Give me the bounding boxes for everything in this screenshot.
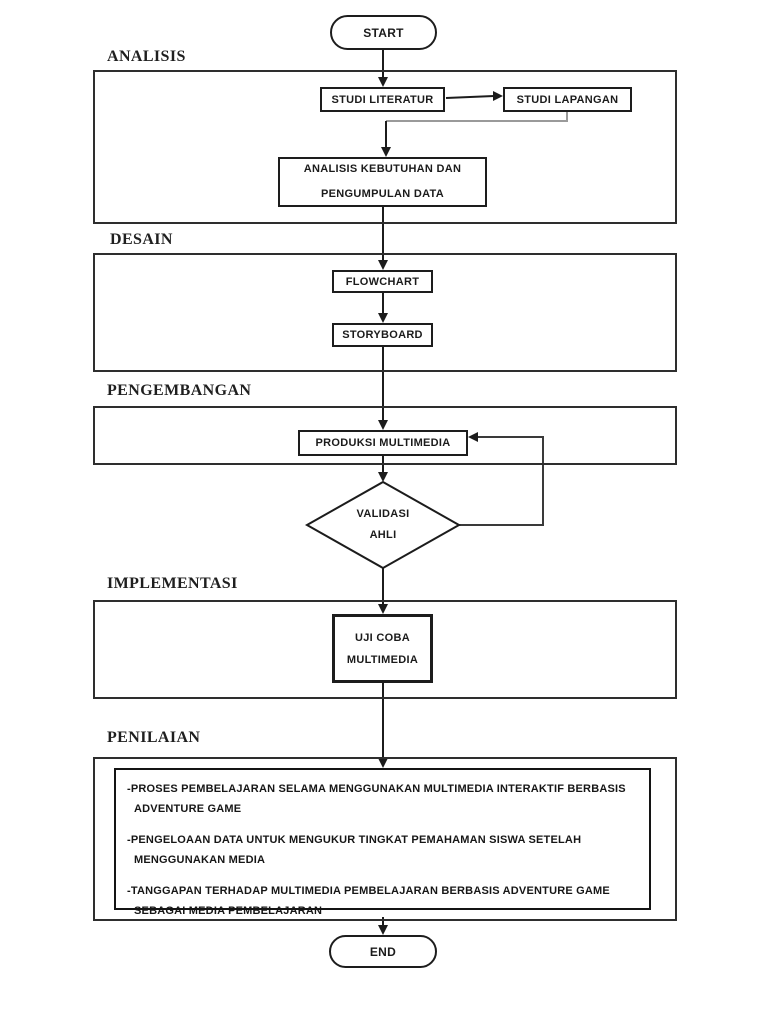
storyboard-box: STORYBOARD <box>332 323 433 347</box>
validasi-ahli-line2: AHLI <box>369 529 397 541</box>
flowchart-label: FLOWCHART <box>345 275 420 288</box>
start-node: START <box>330 15 437 50</box>
section-frame-analisis <box>93 70 677 224</box>
penilaian-item: -PROSES PEMBELAJARAN SELAMA MENGGUNAKAN … <box>127 779 638 819</box>
section-frame-penilaian <box>93 757 677 921</box>
penilaian-item-1-line-2: ADVENTURE GAME <box>134 803 242 815</box>
studi-lapangan-box: STUDI LAPANGAN <box>503 87 632 112</box>
section-label-analisis: ANALISIS <box>107 48 186 65</box>
section-frame-pengembangan <box>93 406 677 465</box>
analisis-kebutuhan-box: ANALISIS KEBUTUHAN DAN PENGUMPULAN DATA <box>278 157 487 207</box>
studi-literatur-label: STUDI LITERATUR <box>331 93 434 106</box>
uji-coba-multimedia-box: UJI COBA MULTIMEDIA <box>332 614 433 683</box>
section-label-pengembangan: PENGEMBANGAN <box>107 382 252 399</box>
storyboard-label: STORYBOARD <box>342 329 423 341</box>
penilaian-item-2-line-1: -PENGELOAAN DATA UNTUK MENGUKUR TINGKAT … <box>127 834 582 846</box>
penilaian-content-box: -PROSES PEMBELAJARAN SELAMA MENGGUNAKAN … <box>114 768 651 917</box>
flowchart-box: FLOWCHART <box>332 270 433 293</box>
studi-lapangan-label: STUDI LAPANGAN <box>516 93 619 106</box>
section-frame-implementasi <box>93 600 677 699</box>
section-label-implementasi: IMPLEMENTASI <box>107 575 238 592</box>
uji-coba-line1: UJI COBA <box>355 631 410 644</box>
section-label-desain: DESAIN <box>110 231 173 248</box>
penilaian-item: -PENGELOAAN DATA UNTUK MENGUKUR TINGKAT … <box>127 830 638 870</box>
section-frame-desain <box>93 253 677 372</box>
penilaian-item-2-line-2: MENGGUNAKAN MEDIA <box>134 854 266 866</box>
penilaian-item: -TANGGAPAN TERHADAP MULTIMEDIA PEMBELAJA… <box>127 881 638 921</box>
analisis-kebutuhan-line2: PENGUMPULAN DATA <box>321 188 444 200</box>
section-label-penilaian: PENILAIAN <box>107 729 201 746</box>
end-label: END <box>369 944 397 959</box>
start-label: START <box>363 25 404 40</box>
penilaian-item-1-line-1: -PROSES PEMBELAJARAN SELAMA MENGGUNAKAN … <box>127 783 626 795</box>
produksi-multimedia-label: PRODUKSI MULTIMEDIA <box>315 437 451 449</box>
studi-literatur-box: STUDI LITERATUR <box>320 87 445 112</box>
validasi-ahli-diamond: VALIDASI AHLI <box>333 503 433 547</box>
penilaian-item-3-line-2: SEBAGAI MEDIA PEMBELAJARAN <box>134 905 323 917</box>
produksi-multimedia-box: PRODUKSI MULTIMEDIA <box>298 430 468 456</box>
penilaian-item-3-line-1: -TANGGAPAN TERHADAP MULTIMEDIA PEMBELAJA… <box>127 885 610 897</box>
end-node: END <box>329 935 437 968</box>
validasi-ahli-line1: VALIDASI <box>356 508 410 520</box>
uji-coba-line2: MULTIMEDIA <box>346 653 419 666</box>
analisis-kebutuhan-line1: ANALISIS KEBUTUHAN DAN <box>303 163 462 175</box>
